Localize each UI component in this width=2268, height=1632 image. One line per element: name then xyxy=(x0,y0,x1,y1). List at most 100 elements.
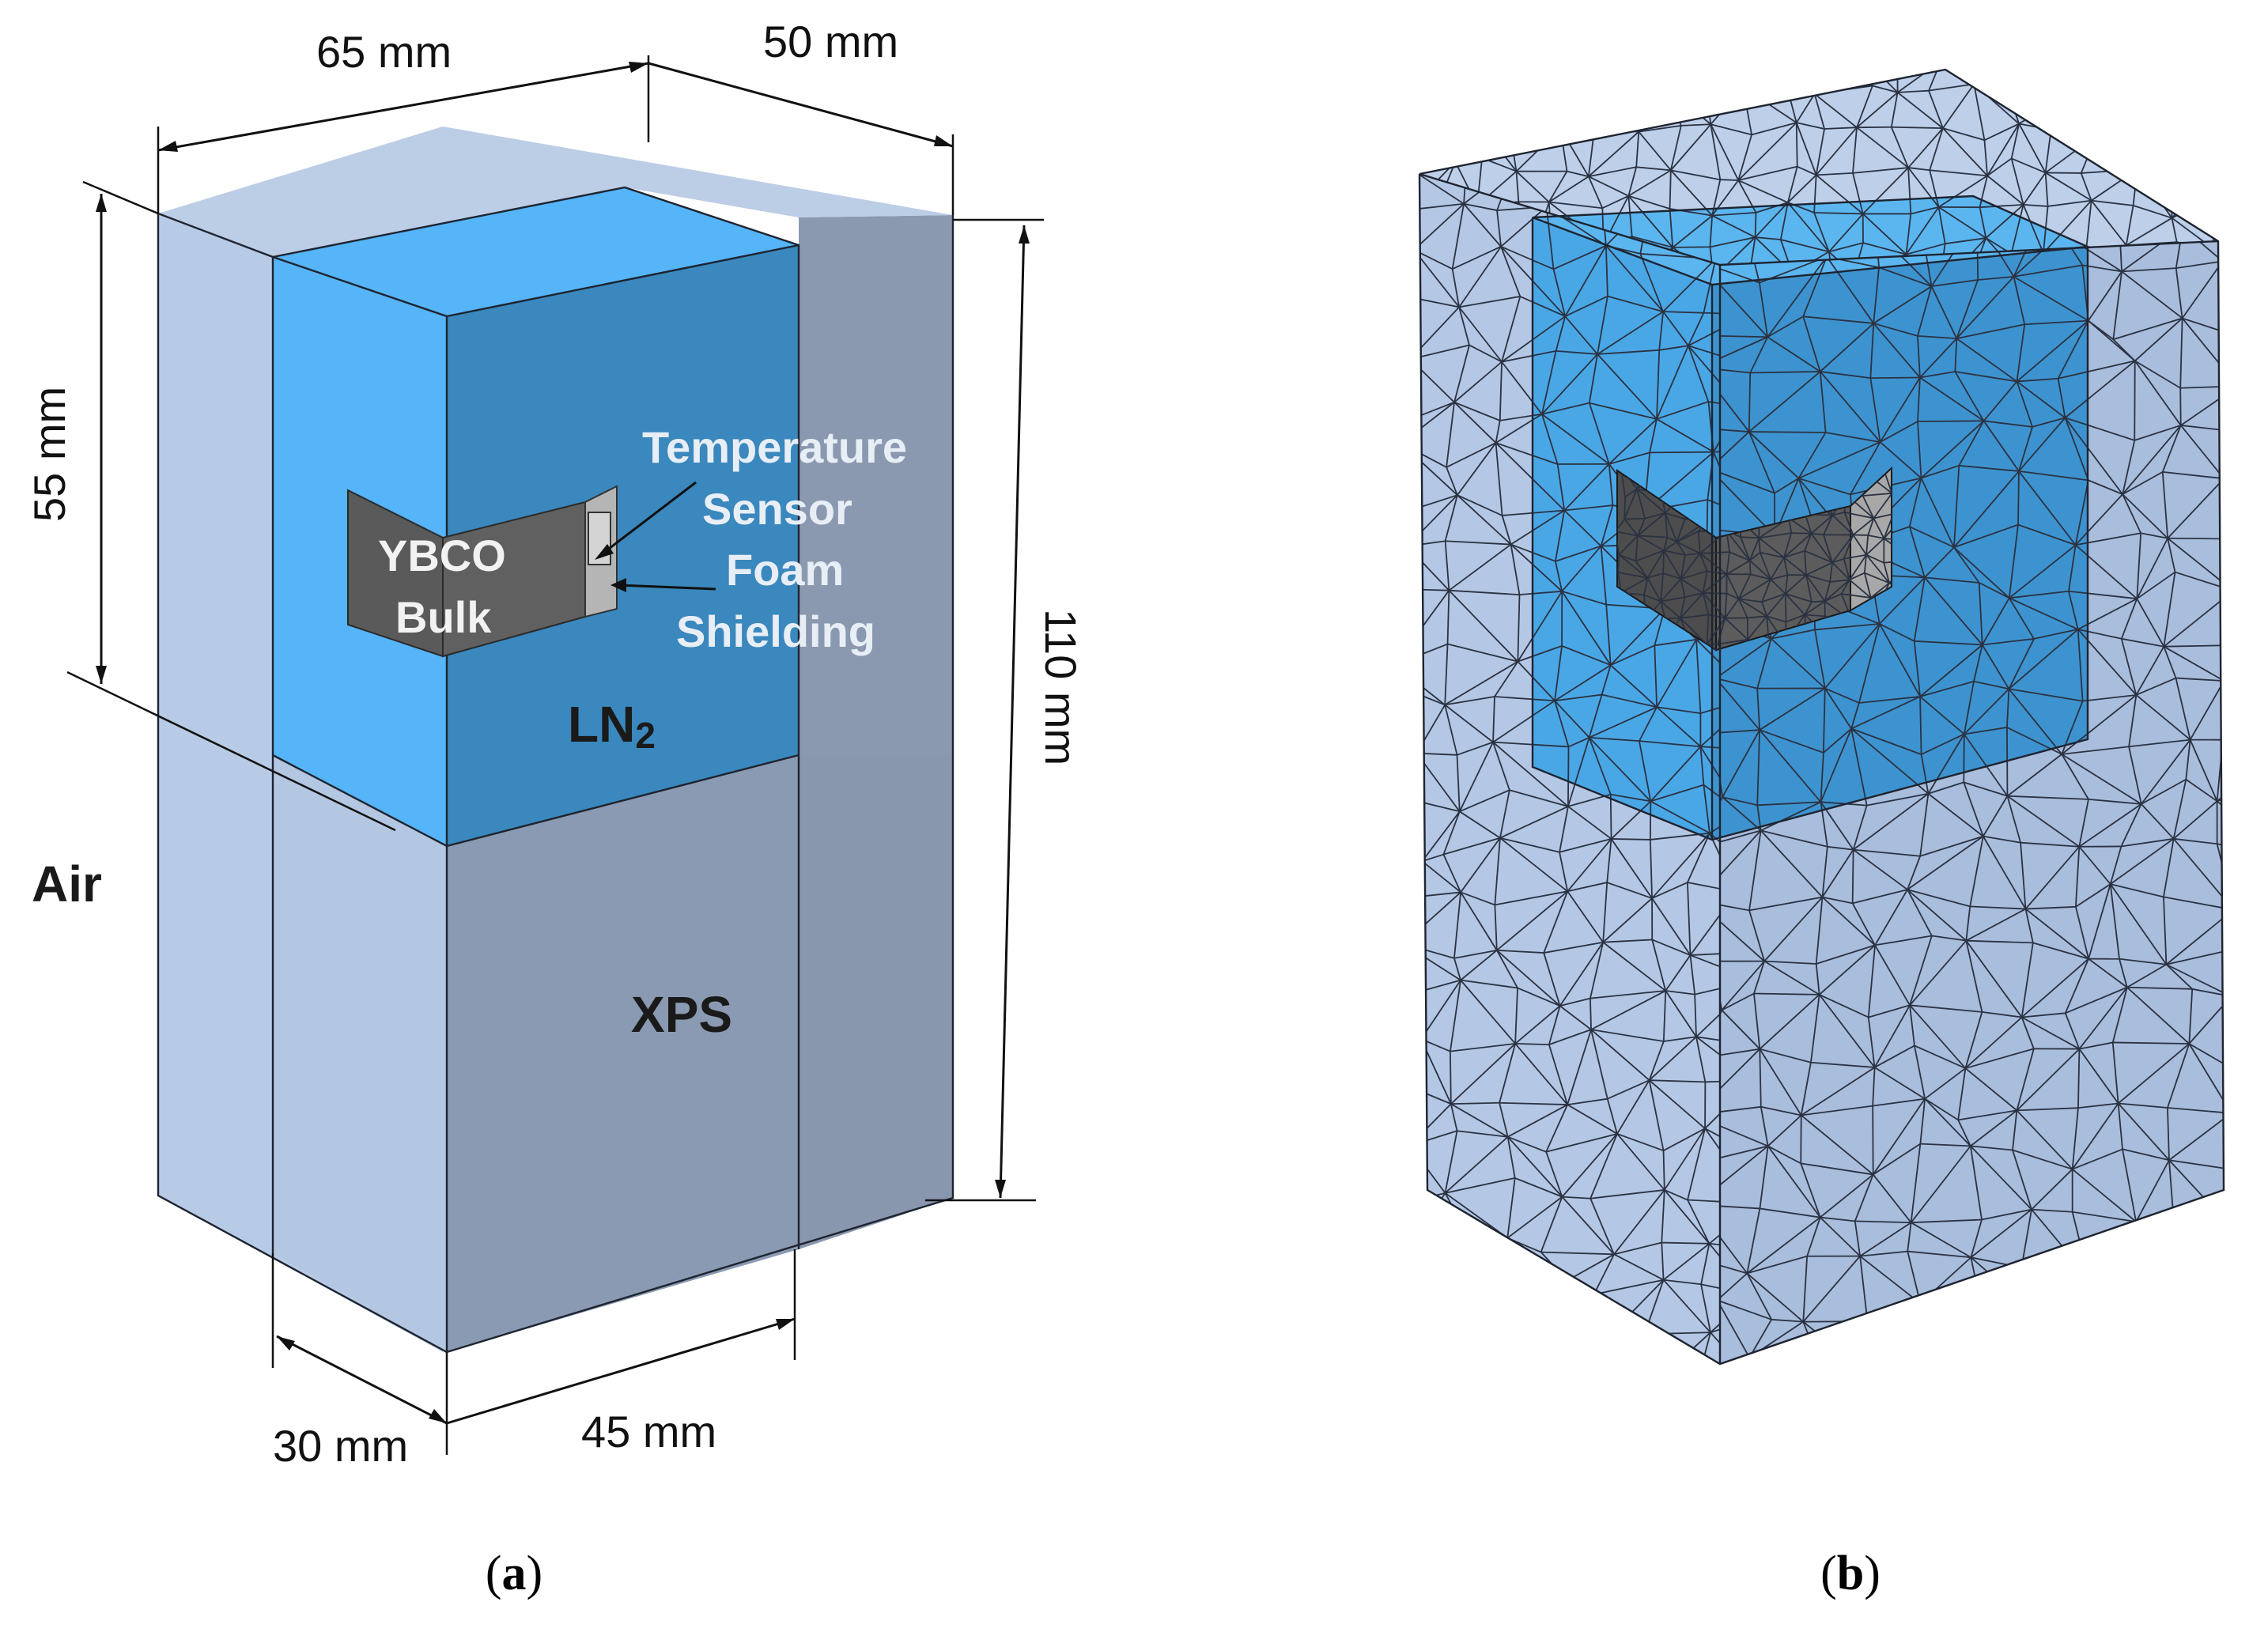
mesh-edge xyxy=(2163,645,2224,682)
mesh-edge xyxy=(2109,883,2168,965)
mesh-edge xyxy=(2091,199,2134,206)
mesh-edge xyxy=(1774,478,1799,494)
mesh-edge xyxy=(1787,88,1815,95)
mesh-edge xyxy=(1757,801,1821,807)
mesh-edge xyxy=(1443,837,1501,856)
mesh-edge xyxy=(1826,256,1874,324)
mesh-edge xyxy=(1811,532,1824,536)
mesh-edge xyxy=(1453,361,1503,403)
mesh-edge xyxy=(1969,836,1984,907)
mesh-edge xyxy=(1800,1163,1821,1218)
mesh-edge xyxy=(1635,535,1639,561)
mesh-edge xyxy=(2061,754,2089,800)
mesh-edge xyxy=(1452,246,1502,270)
mesh-edge xyxy=(1873,1097,1926,1107)
mesh-edge xyxy=(1917,335,1957,340)
mesh-edge xyxy=(1742,70,1790,89)
mesh-edge xyxy=(2175,260,2223,270)
mesh-edge xyxy=(2213,87,2218,125)
mesh-edge xyxy=(1638,54,1673,55)
mesh-edge xyxy=(2168,537,2221,540)
mesh-edge xyxy=(1937,244,1946,265)
mesh-edge xyxy=(1639,125,1681,133)
mesh-edge xyxy=(2058,89,2101,101)
mesh-edge xyxy=(1588,130,1639,177)
mesh-edge xyxy=(1805,574,1831,583)
mesh-edge xyxy=(1819,371,1827,433)
mesh-edge xyxy=(2126,986,2193,990)
mesh-edge xyxy=(2119,958,2128,988)
mesh-edge xyxy=(1419,1335,1465,1341)
mesh-edge xyxy=(1954,338,1958,372)
mesh-edge xyxy=(2167,1107,2224,1114)
mesh-edge xyxy=(1702,592,1726,619)
mesh-edge xyxy=(1606,1098,1618,1135)
mesh-edge xyxy=(1544,941,1604,954)
mesh-edge xyxy=(1907,889,1971,908)
mesh-edge xyxy=(1499,413,1543,421)
mesh-edge xyxy=(1771,1318,1804,1323)
mesh-edge xyxy=(1590,990,1666,1030)
mesh-edge xyxy=(1862,213,1907,255)
mesh-edge xyxy=(1913,640,1921,697)
mesh-edge xyxy=(1879,377,1921,443)
mesh-edge xyxy=(2224,677,2268,681)
mesh-edge xyxy=(1680,618,1708,645)
mesh-edge xyxy=(2043,206,2049,254)
mesh-edge xyxy=(1984,123,2020,142)
mesh-edge xyxy=(1417,1200,1419,1234)
mesh-edge xyxy=(1898,61,1941,62)
mesh-edge xyxy=(1589,998,1592,1030)
mesh-edge xyxy=(1738,598,1767,618)
mesh-edge xyxy=(2088,1267,2138,1279)
mesh-edge xyxy=(1410,1146,1417,1200)
mesh-edge xyxy=(1827,845,1854,851)
mesh-edge xyxy=(2016,102,2058,115)
mesh-edge xyxy=(1646,87,1668,104)
mesh-edge xyxy=(1802,1256,1809,1322)
mesh-edge xyxy=(2141,803,2175,840)
mesh-edge xyxy=(1920,420,1985,479)
mesh-edge xyxy=(1540,350,1557,414)
mesh-edge xyxy=(2138,1300,2179,1364)
mesh-edge xyxy=(1927,793,1984,837)
mesh-edge xyxy=(1928,781,1964,795)
mesh-edge xyxy=(1506,1196,1563,1239)
mesh-edge xyxy=(1953,465,1960,548)
mesh-edge xyxy=(1785,593,1805,616)
mesh-edge xyxy=(1759,994,1820,1050)
mesh-edge xyxy=(2118,1102,2168,1109)
mesh-edge xyxy=(1953,523,2019,549)
mesh-edge xyxy=(2085,1300,2140,1364)
mesh-edge xyxy=(1956,338,2017,383)
mesh-edge xyxy=(2010,204,2024,255)
mesh-edge xyxy=(1555,561,1563,592)
mesh-edge xyxy=(2171,166,2211,174)
mesh-edge xyxy=(1643,1334,1651,1364)
mesh-edge xyxy=(2058,102,2130,123)
mesh-edge xyxy=(1404,897,1418,943)
mesh-edge xyxy=(1617,519,1626,532)
mesh-edge xyxy=(1606,838,1612,883)
mesh-edge xyxy=(1759,1146,1769,1209)
mesh-edge xyxy=(2085,200,2092,254)
mesh-edge xyxy=(1965,940,1983,1013)
mesh-edge xyxy=(1453,345,1470,402)
mesh-edge xyxy=(1453,949,1497,959)
mesh-edge xyxy=(1907,168,1912,214)
mesh-edge xyxy=(1450,1043,1516,1052)
mesh-edge xyxy=(1920,1300,1980,1305)
mesh-edge xyxy=(2228,1301,2268,1368)
ln2-label-main: LN xyxy=(568,696,635,753)
mesh-edge xyxy=(1788,518,1793,534)
mesh-edge xyxy=(2175,678,2191,740)
mesh-edge xyxy=(2171,217,2178,243)
mesh-edge xyxy=(1510,543,1563,592)
mesh-edge xyxy=(1858,696,1921,704)
mesh-edge xyxy=(2239,282,2254,320)
mesh-edge xyxy=(2118,119,2157,142)
mesh-edge xyxy=(1738,598,1763,603)
mesh-edge xyxy=(2061,241,2122,273)
mesh-edge xyxy=(1660,578,1682,603)
